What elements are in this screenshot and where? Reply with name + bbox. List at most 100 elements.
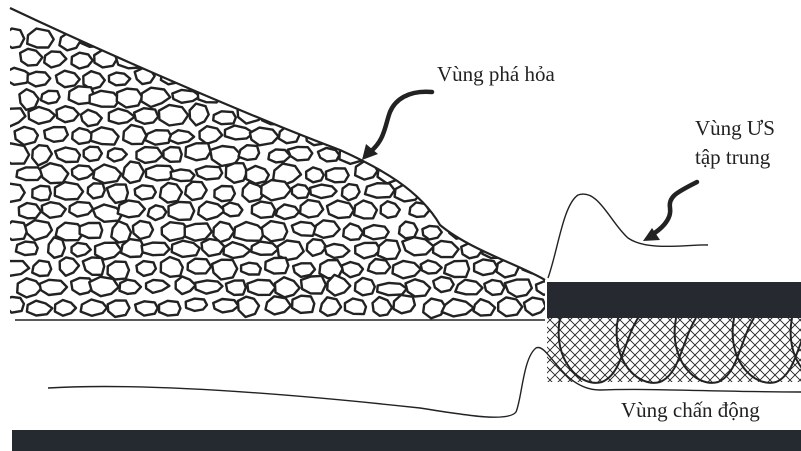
rock — [511, 129, 535, 145]
rock — [501, 185, 522, 203]
rock — [27, 29, 54, 48]
rock — [224, 242, 251, 258]
rock — [485, 205, 508, 223]
rock — [526, 182, 547, 203]
stress-zone-hatch — [547, 318, 801, 383]
rock — [190, 104, 209, 126]
rock — [32, 186, 51, 201]
rock — [163, 147, 181, 162]
rock — [19, 203, 41, 218]
rock — [40, 163, 69, 183]
rock — [210, 68, 237, 89]
rock — [453, 87, 481, 103]
rock — [524, 298, 546, 316]
rock — [135, 301, 158, 315]
rock — [326, 168, 349, 182]
rock — [355, 278, 375, 295]
rock — [355, 243, 380, 258]
rock — [422, 226, 441, 240]
rock — [523, 31, 546, 49]
rock — [19, 89, 38, 110]
rock — [81, 300, 107, 316]
rock — [173, 51, 195, 71]
rock — [327, 275, 350, 296]
rock — [523, 224, 543, 238]
rock — [2, 108, 25, 126]
rock — [469, 221, 491, 235]
rock — [1, 184, 25, 202]
rock — [146, 280, 169, 293]
rock — [72, 243, 91, 257]
rock — [511, 168, 535, 181]
rock — [455, 280, 482, 295]
rock — [291, 33, 320, 46]
rock — [41, 91, 60, 104]
rock — [288, 147, 313, 161]
rock — [223, 203, 243, 217]
rock — [118, 200, 145, 217]
rock — [259, 111, 288, 124]
rock — [72, 165, 94, 179]
rock — [241, 263, 261, 275]
rock — [29, 107, 56, 124]
rock — [185, 182, 207, 200]
rock — [447, 146, 468, 163]
rock — [160, 183, 182, 203]
rock — [196, 166, 223, 179]
rock — [185, 143, 210, 160]
rock — [364, 225, 389, 239]
rock — [384, 50, 401, 65]
rock — [141, 48, 172, 69]
rock — [186, 299, 207, 311]
rock — [420, 149, 443, 162]
rock — [292, 296, 314, 313]
rock — [212, 260, 237, 280]
rock — [107, 29, 133, 47]
rock — [276, 204, 300, 219]
rock — [44, 127, 68, 142]
rock — [0, 261, 29, 276]
rock — [396, 142, 416, 163]
rock — [161, 257, 183, 277]
rock — [458, 200, 476, 219]
rock — [185, 223, 212, 240]
rock — [524, 147, 548, 166]
rock — [433, 241, 459, 257]
rock — [381, 201, 400, 218]
rock — [209, 30, 239, 45]
rock — [171, 169, 195, 181]
rock — [275, 277, 300, 297]
stress-zone-label-line2: tập trung — [695, 145, 771, 169]
rock — [403, 165, 428, 179]
rock — [505, 280, 532, 297]
rock — [538, 123, 563, 144]
rock — [134, 30, 154, 47]
rock — [398, 31, 421, 50]
rock — [27, 301, 52, 316]
rock — [421, 260, 442, 273]
rock — [226, 281, 246, 295]
rock — [172, 241, 200, 257]
rock — [444, 261, 469, 277]
rock — [5, 29, 25, 48]
rock — [345, 299, 366, 315]
rock — [306, 167, 324, 182]
rock — [307, 239, 327, 256]
rock — [325, 244, 350, 258]
rock — [474, 259, 497, 275]
rock — [25, 220, 52, 240]
rock — [158, 32, 186, 50]
rock — [371, 33, 392, 49]
rock — [44, 51, 66, 67]
rock — [0, 143, 29, 163]
rock — [17, 278, 42, 297]
rock — [135, 68, 155, 84]
rock — [169, 130, 194, 143]
rock — [200, 126, 223, 144]
rock — [69, 202, 93, 217]
rock — [169, 202, 195, 220]
rock — [317, 104, 341, 123]
rock — [537, 241, 562, 257]
rock — [230, 48, 247, 67]
rock — [108, 262, 129, 280]
